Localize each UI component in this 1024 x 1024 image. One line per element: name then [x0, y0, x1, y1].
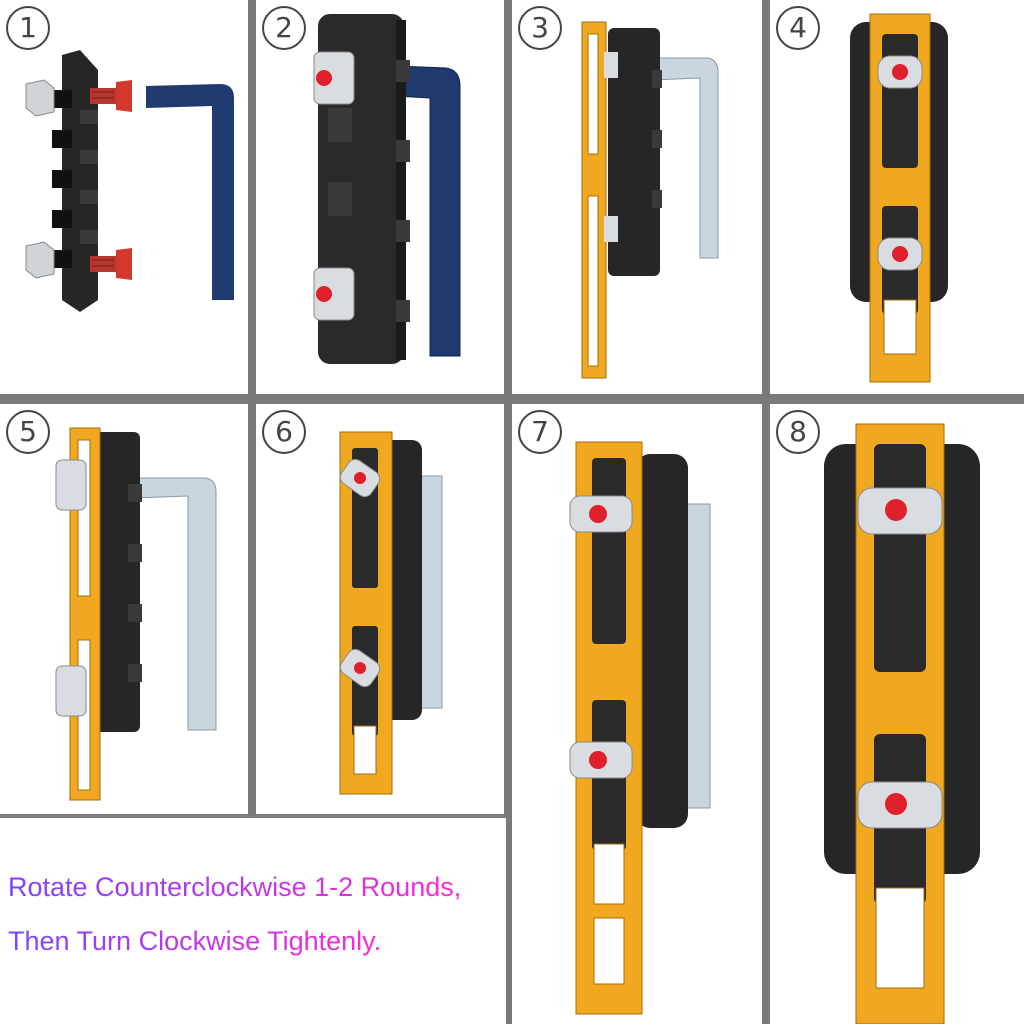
step-6-illustration — [339, 431, 443, 795]
screw — [90, 80, 132, 280]
instruction-line-2: Then Turn Clockwise Tightenly. — [8, 926, 382, 956]
t-nut — [55, 459, 87, 717]
rail-section — [636, 454, 688, 828]
rail-section — [608, 28, 662, 276]
step-2-panel: 2 — [256, 0, 504, 394]
step-8-illustration — [824, 423, 980, 1024]
step-7-illustration — [569, 441, 711, 1015]
instruction-caption: Rotate Counterclockwise 1-2 Rounds, Then… — [0, 818, 506, 1024]
t-nut — [25, 79, 55, 279]
hex-key — [683, 503, 711, 809]
rail-section — [52, 50, 98, 312]
hex-key — [651, 57, 719, 259]
step-number: 5 — [6, 410, 50, 454]
t-nut — [569, 495, 633, 779]
step-4-panel: 4 — [770, 0, 1024, 394]
step-3-panel: 3 — [512, 0, 762, 394]
step-3-illustration — [581, 21, 719, 379]
step-number: 7 — [518, 410, 562, 454]
t-nut — [604, 52, 618, 242]
step-number: 2 — [262, 6, 306, 50]
step-1-illustration — [25, 50, 234, 312]
step-5-panel: 5 — [0, 404, 248, 814]
hex-key — [395, 65, 461, 357]
hex-key — [419, 475, 443, 709]
step-6-panel: 6 — [256, 404, 504, 814]
t-nut — [339, 458, 381, 688]
hex-key — [146, 84, 234, 300]
step-number: 1 — [6, 6, 50, 50]
step-number: 4 — [776, 6, 820, 50]
step-5-illustration — [55, 427, 217, 801]
instruction-line-1: Rotate Counterclockwise 1-2 Rounds, — [8, 872, 462, 902]
step-number: 6 — [262, 410, 306, 454]
step-8-panel: 8 — [770, 404, 1024, 1024]
step-7-panel: 7 — [512, 404, 762, 1024]
t-nut — [313, 51, 355, 321]
mounting-plate — [581, 21, 607, 379]
t-nut — [857, 487, 943, 829]
step-number: 8 — [776, 410, 820, 454]
step-1-panel: 1 — [0, 0, 248, 394]
t-nut — [877, 55, 923, 271]
step-number: 3 — [518, 6, 562, 50]
step-4-illustration — [850, 13, 948, 383]
step-2-illustration — [313, 14, 461, 364]
rail-section — [96, 432, 142, 732]
hex-key — [133, 477, 217, 731]
